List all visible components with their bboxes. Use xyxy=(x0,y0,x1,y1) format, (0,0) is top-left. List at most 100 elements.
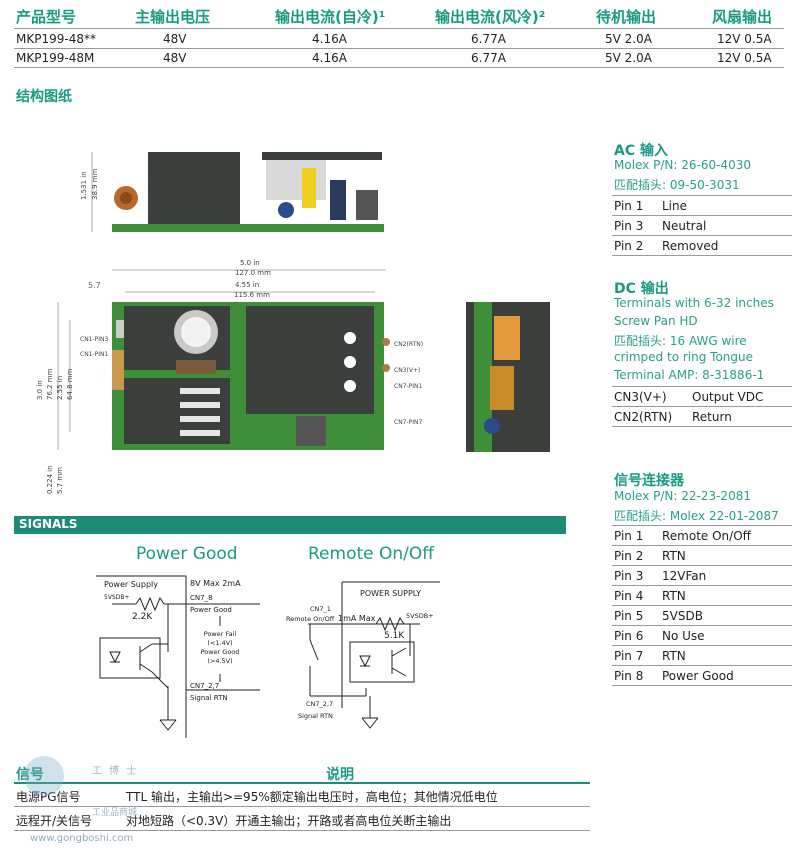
dim-label: 127.0 mm xyxy=(235,269,271,277)
max-label: 1mA Max xyxy=(338,614,376,623)
header-fan: 风扇输出 xyxy=(712,8,773,26)
signal-rtn-label: Signal RTN xyxy=(298,712,333,720)
header-model: 产品型号 xyxy=(16,8,77,26)
divider xyxy=(14,28,784,29)
signal-molex-pn: Molex P/N: 22-23-2081 xyxy=(614,489,751,503)
dc-line: 匹配插头: 16 AWG wire xyxy=(614,334,747,348)
dim-label: 38.9 mm xyxy=(91,168,99,200)
pg-label: Power Good xyxy=(190,606,232,614)
dc-line: crimped to ring Tongue xyxy=(614,350,753,364)
pg-label: (>4.5V) xyxy=(207,657,232,665)
remote-onoff-title: Remote On/Off xyxy=(308,544,434,564)
cell-model: MKP199-48** xyxy=(16,32,96,46)
power-good-schematic: Power Supply 5VSDB+ 2.2K 8V Max 2mA CN7_… xyxy=(96,575,260,738)
power-good-title: Power Good xyxy=(136,544,238,564)
signals-label: SIGNALS xyxy=(19,517,78,531)
cn7-27-label: CN7_2,7 xyxy=(190,682,219,690)
cell-fan: 12V 0.5A xyxy=(717,51,772,65)
max-label: 8V Max 2mA xyxy=(190,579,241,588)
table-row: CN2(RTN)Return xyxy=(612,406,792,427)
remote-label: Remote On/Off xyxy=(286,615,335,623)
svg-text:0.224 in: 0.224 in xyxy=(46,465,54,494)
label-cn3: CN3(V+) xyxy=(394,367,420,374)
divider xyxy=(14,67,784,68)
side-view-dims: 1.531 in 38.9 mm xyxy=(80,168,99,200)
header-current-natural: 输出电流(自冷)¹ xyxy=(275,8,386,26)
cell-fan: 12V 0.5A xyxy=(717,32,772,46)
vsdb-label: 5VSDB+ xyxy=(406,612,434,620)
cn7-1-label: CN7_1 xyxy=(310,605,331,613)
dim-label: 1.531 in xyxy=(80,171,88,200)
ac-mating-plug: 匹配插头: 09-50-3031 xyxy=(614,178,740,192)
desc-header-signal: 信号 xyxy=(16,767,44,783)
pg-label: Power Good xyxy=(201,648,240,656)
remote-onoff-schematic: POWER SUPPLY CN7_1 Remote On/Off 1mA Max… xyxy=(286,581,440,729)
table-row: CN3(V+)Output VDC xyxy=(612,386,792,407)
top-view xyxy=(112,302,390,450)
divider xyxy=(14,830,590,831)
label-cn7-pin1: CN7-PIN1 xyxy=(394,383,423,390)
watermark-logo-icon xyxy=(24,756,64,796)
desc-signal-name: 电源PG信号 xyxy=(16,790,81,804)
cell-current: 4.16A xyxy=(312,51,347,65)
svg-text:64.8 mm: 64.8 mm xyxy=(66,368,74,400)
pf-label: (<1.4V) xyxy=(207,639,232,647)
label-cn1-pin3: CN1-PIN3 xyxy=(80,336,109,343)
label-cn1-pin1: CN1-PIN1 xyxy=(80,351,109,358)
cell-current-fan: 6.77A xyxy=(471,51,506,65)
signal-connector-title: 信号连接器 xyxy=(614,473,684,489)
divider xyxy=(14,48,784,49)
ps-label: Power Supply xyxy=(104,580,158,589)
top-view-labels: CN1-PIN3 CN1-PIN1 CN2(RTN) CN3(V+) CN7-P… xyxy=(80,336,423,426)
svg-text:3.0 in: 3.0 in xyxy=(36,380,44,400)
resistor-label: 5.1K xyxy=(384,631,405,641)
svg-text:2.55 in: 2.55 in xyxy=(56,376,64,400)
divider xyxy=(14,806,590,807)
dim-label: 4.55 in xyxy=(235,281,259,289)
cell-standby: 5V 2.0A xyxy=(605,32,652,46)
label-cn2: CN2(RTN) xyxy=(394,341,423,348)
watermark-brand: 工 博 士 xyxy=(92,766,139,777)
cell-voltage: 48V xyxy=(163,32,187,46)
cn7-8-label: CN7_8 xyxy=(190,594,213,602)
cell-standby: 5V 2.0A xyxy=(605,51,652,65)
pf-label: Power Fail xyxy=(204,630,237,638)
desc-signal-text: TTL 输出，主输出>=95%额定输出电压时，高电位；其他情况低电位 xyxy=(126,790,498,804)
desc-signal-name: 远程开/关信号 xyxy=(16,814,93,828)
dim-label: 5.0 in xyxy=(240,259,260,267)
signal-mating-plug: 匹配插头: Molex 22-01-2087 xyxy=(614,509,779,523)
svg-text:76.2 mm: 76.2 mm xyxy=(46,368,54,400)
svg-text:5.7 mm: 5.7 mm xyxy=(56,467,64,494)
side-view xyxy=(91,152,384,232)
signal-rtn-label: Signal RTN xyxy=(190,694,228,702)
cell-current: 4.16A xyxy=(312,32,347,46)
mechanical-drawing: 1.531 in 38.9 mm 5.0 in 127.0 mm 4.55 in… xyxy=(36,152,550,494)
structure-title: 结构图纸 xyxy=(16,89,72,105)
ac-input-title: AC 输入 xyxy=(614,143,668,159)
signals-section-bar: SIGNALS xyxy=(14,516,566,534)
desc-signal-text: 对地短路（<0.3V）开通主输出；开路或者高电位关断主输出 xyxy=(126,814,452,828)
dc-line: Terminals with 6-32 inches xyxy=(614,296,774,310)
cell-voltage: 48V xyxy=(163,51,187,65)
header-current-forced: 输出电流(风冷)² xyxy=(435,8,546,26)
watermark-sub: 工业品商城 xyxy=(92,808,138,818)
resistor-label: 2.2K xyxy=(132,612,153,622)
header-standby: 待机输出 xyxy=(596,8,657,26)
end-view xyxy=(466,302,550,452)
cn7-27-label: CN7_2,7 xyxy=(306,700,333,708)
dim-label: 115.6 mm xyxy=(234,291,270,299)
cell-model: MKP199-48M xyxy=(16,51,95,65)
dc-line: Screw Pan HD xyxy=(614,314,698,328)
